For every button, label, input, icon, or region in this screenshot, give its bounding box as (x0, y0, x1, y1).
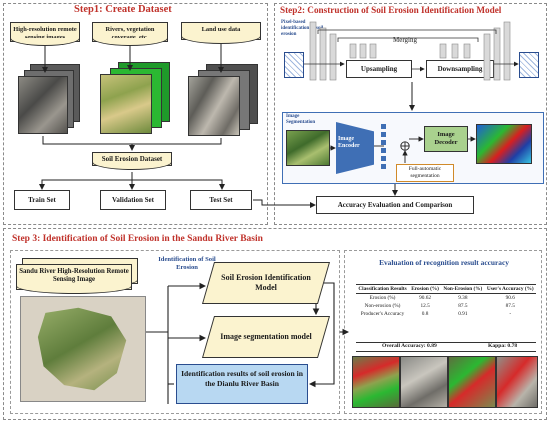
accuracy-table: Classification Results Erosion (%) Non-E… (356, 284, 536, 318)
table-row: Producer's Accuracy 0.8 0.91 - (356, 310, 536, 318)
step1-panel (3, 3, 268, 225)
table-cell: Erosion (%) (369, 295, 396, 301)
vegetation-thumb (100, 74, 152, 134)
soil-erosion-identification-model: Soil Erosion Identification Model (221, 273, 311, 292)
pixel-based-label: Pixel-based identification of soil erosi… (281, 20, 324, 37)
table-header: Classification Results (356, 284, 410, 294)
image-encoder (336, 122, 374, 174)
validation-set: Validation Set (100, 190, 166, 210)
segmentation-output-thumb (476, 124, 532, 164)
table-cell: Non-erosion (%) (364, 303, 401, 309)
table-header: Erosion (%) (409, 284, 442, 294)
result-strip-1 (352, 356, 400, 408)
step3-panel (3, 228, 547, 420)
step1-title: Step1: Create Dataset (74, 4, 172, 15)
identification-label: Identification of Soil Erosion (158, 256, 216, 271)
table-footer-rule (356, 342, 536, 343)
table-cell: 87.5 (505, 303, 515, 309)
table-cell: 12.5 (420, 303, 430, 309)
table-cell: 90.6 (505, 295, 515, 301)
table-header: User's Accuracy (%) (484, 284, 536, 294)
unet-input-block (284, 52, 304, 78)
merging-label: Merging (393, 36, 417, 44)
result-strip-2 (400, 356, 448, 408)
table-cell: - (509, 311, 512, 317)
table-cell: 9.38 (458, 295, 468, 301)
table-cell: 0.8 (421, 311, 429, 317)
overall-accuracy: Overall Accuracy: 0.89 (382, 343, 437, 349)
table-cell: Producer's Accuracy (360, 311, 405, 317)
train-set: Train Set (14, 190, 70, 210)
source-land-use: Land use data (181, 22, 261, 44)
segmentation-input-thumb (286, 130, 330, 166)
result-strip-4 (496, 356, 538, 408)
accuracy-evaluation-box: Accuracy Evaluation and Comparison (316, 196, 474, 214)
soil-erosion-dataset: Soil Erosion Dataset (92, 152, 172, 170)
step2-panel (274, 3, 547, 225)
land-use-thumb (188, 76, 240, 136)
remote-sensing-thumb (18, 76, 68, 134)
table-header-row: Classification Results Erosion (%) Non-E… (356, 284, 536, 294)
unet-output-block (519, 52, 539, 78)
table-bottom-rule (356, 351, 536, 352)
downsampling-box: Downsampling (426, 60, 494, 78)
image-decoder: Image Decoder (424, 126, 468, 152)
source-rivers-vegetation: Rivers, vegetation coverage, etc. (92, 22, 168, 46)
evaluation-title: Evaluation of recognition result accurac… (379, 258, 509, 267)
result-strip-3 (448, 356, 496, 408)
kappa: Kappa: 0.78 (488, 343, 518, 349)
table-row: Non-erosion (%) 12.5 87.5 87.5 (356, 302, 536, 310)
table-cell: 87.5 (458, 303, 468, 309)
full-automatic-segmentation: Full-automatic segmentation (396, 164, 454, 182)
table-header: Non-Erosion (%) (441, 284, 485, 294)
table-cell: 90.62 (419, 295, 432, 301)
image-segmentation-model: Image segmentation model (220, 332, 312, 341)
test-set: Test Set (190, 190, 252, 210)
sandu-image-label: Sandu River High-Resolution Remote Sensi… (16, 264, 132, 294)
step2-title: Step2: Construction of Soil Erosion Iden… (280, 5, 502, 15)
identification-result-box: Identification results of soil erosion i… (176, 364, 308, 404)
image-encoder-label: Image Encoder (338, 136, 360, 149)
image-segmentation-label: Image Segmentation (286, 114, 316, 125)
table-cell: 0.91 (458, 311, 468, 317)
upsampling-box: Upsampling (346, 60, 412, 78)
table-row: Erosion (%) 90.62 9.38 90.6 (356, 294, 536, 303)
left-area-frame (10, 250, 340, 414)
step3-title: Step 3: Identification of Soil Erosion i… (12, 234, 263, 244)
